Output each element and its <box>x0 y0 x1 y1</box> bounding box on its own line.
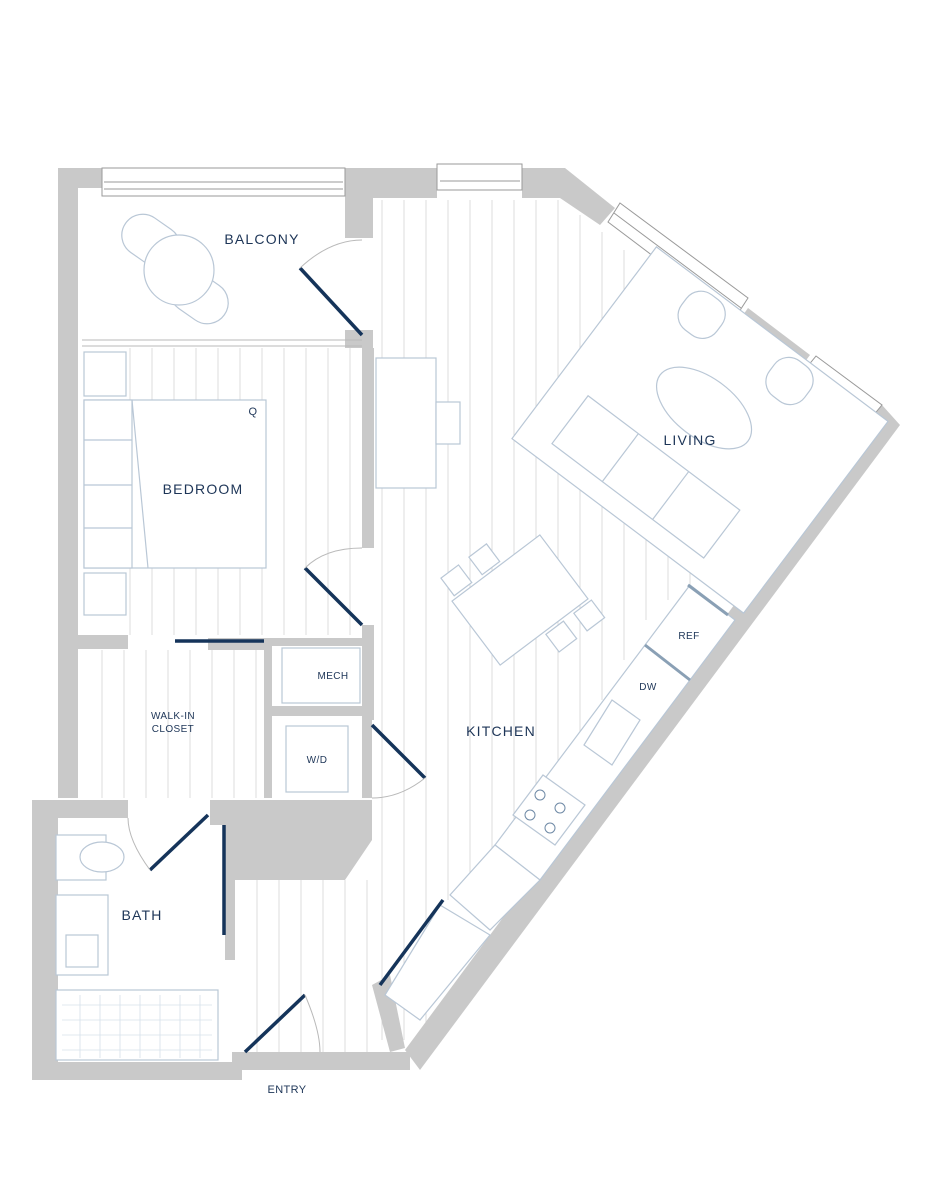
desk <box>375 357 461 489</box>
doors <box>127 239 445 1054</box>
bed-size-label: Q <box>249 406 258 418</box>
entry-label: ENTRY <box>267 1084 306 1096</box>
living-label: LIVING <box>663 432 716 448</box>
bath-label: BATH <box>121 907 162 923</box>
dining-table <box>440 534 606 666</box>
closet-label-line1: WALK-IN <box>151 711 195 722</box>
dishwasher-label: DW <box>639 682 657 693</box>
utility-units <box>281 647 361 793</box>
mech-label: MECH <box>317 671 348 682</box>
kitchen-counter <box>384 583 736 1021</box>
balcony-furniture <box>121 213 229 325</box>
bedroom-label: BEDROOM <box>163 481 244 497</box>
living-furniture <box>511 246 889 614</box>
washer-dryer-label: W/D <box>307 755 328 766</box>
floor-planks-entry <box>256 880 368 1052</box>
bed <box>83 351 267 616</box>
closet-label-line2: CLOSET <box>152 724 194 735</box>
room-labels: BALCONY BEDROOM Q LIVING KITCHEN BATH EN… <box>121 231 716 1096</box>
kitchen-label: KITCHEN <box>466 723 536 739</box>
walls <box>32 168 900 1080</box>
bath-fixtures <box>55 834 219 1061</box>
floor-planks-closet <box>101 650 257 798</box>
refrigerator-label: REF <box>678 631 699 642</box>
balcony-label: BALCONY <box>224 231 299 247</box>
